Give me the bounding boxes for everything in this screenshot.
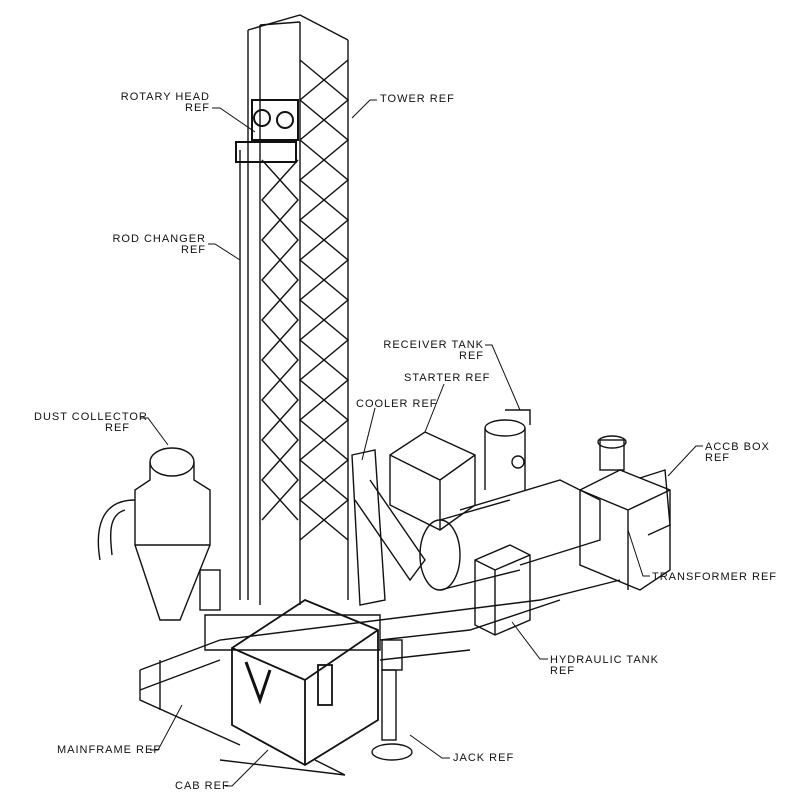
hydraulic-tank-label-line2: REF	[550, 665, 575, 677]
receiver-tank	[484, 409, 531, 490]
receiver-tank-label-line2: REF	[459, 350, 484, 362]
rotary-head-label-line2: REF	[185, 102, 210, 114]
dust-collector	[97, 447, 221, 621]
mainframe-label: MAINFRAME REF	[57, 744, 162, 756]
cooler-motor	[351, 449, 601, 606]
leader-lines	[140, 99, 703, 787]
rotary-head	[235, 99, 299, 163]
jacks	[371, 639, 413, 761]
tower	[239, 14, 350, 605]
jack-label: JACK REF	[453, 752, 515, 764]
tower-label: TOWER REF	[380, 93, 455, 105]
transformer-label: TRANSFORMER REF	[652, 571, 777, 583]
transformer-accb	[579, 435, 671, 591]
hydraulic-tank-label-line1: HYDRAULIC TANK	[550, 654, 659, 666]
accb-box-label-line2: REF	[705, 452, 730, 464]
hydraulic-tank	[474, 544, 531, 636]
cab	[231, 598, 379, 767]
dust-collector-label-line1: DUST COLLECTOR	[34, 411, 148, 423]
rotary-head-label-line1: ROTARY HEAD	[120, 91, 210, 103]
receiver-tank-label-line1: RECEIVER TANK	[383, 339, 484, 351]
dust-collector-label-line2: REF	[105, 422, 130, 434]
accb-box-label-line1: ACCB BOX	[705, 441, 770, 453]
mainframe	[139, 579, 621, 776]
rod-changer-label-line2: REF	[181, 244, 206, 256]
starter-label: STARTER REF	[404, 372, 491, 384]
cab-label: CAB REF	[175, 780, 230, 792]
rod-changer-label-line1: ROD CHANGER	[112, 233, 206, 245]
starter-box	[389, 431, 476, 531]
cooler-label: COOLER REF	[356, 398, 438, 410]
